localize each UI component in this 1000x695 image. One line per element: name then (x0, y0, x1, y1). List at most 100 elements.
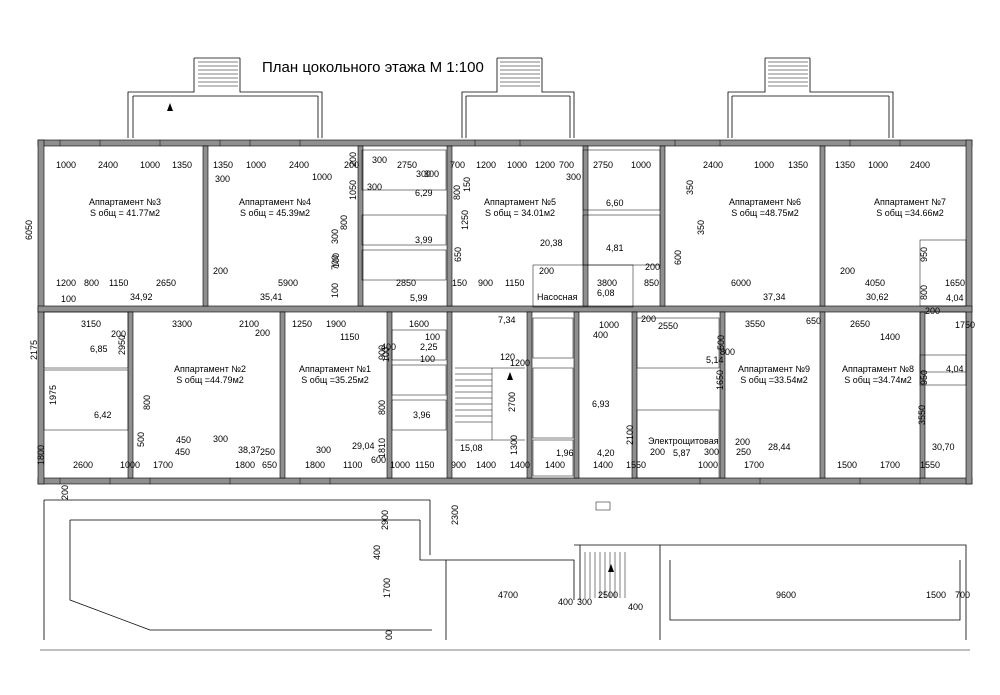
dimension-vertical: 1650 (715, 370, 725, 390)
dimension-top: 1000 (312, 172, 332, 182)
dimension-vertical: 300 (330, 229, 340, 244)
dimension-bottom: 1000 (120, 460, 140, 470)
apartment-6-name: Аппартамент №6 (729, 197, 801, 207)
dimension-bottom: 1550 (626, 460, 646, 470)
dimension-top: 1000 (754, 160, 774, 170)
room-area: 6,85 (90, 344, 108, 354)
dimension-bottom: 1400 (593, 460, 613, 470)
dimension-top: 1000 (631, 160, 651, 170)
room-area: 3,96 (413, 410, 431, 420)
room-area: 15,08 (460, 443, 483, 453)
dimension-row2: 650 (806, 316, 821, 326)
dimension-vertical: 1800 (36, 445, 46, 465)
dimension-top: 2400 (703, 160, 723, 170)
dimension-bottom: 1700 (153, 460, 173, 470)
dimension-vertical: 1300 (509, 435, 519, 455)
apartment-8-name: Аппартамент №8 (842, 364, 914, 374)
dimension-vertical: 1975 (48, 385, 58, 405)
dimension-vertical: 2175 (29, 340, 39, 360)
room-area: 5,87 (673, 448, 691, 458)
top-porches (127, 57, 894, 138)
dimension-site: 700 (955, 590, 970, 600)
dimension-row2: 1000 (599, 320, 619, 330)
dimension-site: 300 (577, 597, 592, 607)
dimension-site: 2300 (450, 505, 460, 525)
dimension-middle: 1150 (505, 278, 524, 288)
apartment-5-name: Аппартамент №5 (484, 197, 556, 207)
windows (59, 140, 921, 484)
dimension-vertical: 800 (452, 185, 462, 200)
room-area: 5,14 (706, 355, 724, 365)
dimension-top: 300 (367, 182, 382, 192)
dimension-vertical: 500 (136, 432, 146, 447)
dimension-middle: 100 (61, 294, 76, 304)
dimension-bottom: 1400 (476, 460, 496, 470)
dimension-vertical: 700 (330, 255, 340, 270)
dimension-site: 400 (372, 545, 382, 560)
dimension-middle: 6000 (731, 278, 751, 288)
room-area: 28,44 (768, 442, 791, 452)
room-area: 6,08 (597, 288, 615, 298)
dimension-bottom: 200 (735, 437, 750, 447)
room-area: 4,04 (946, 364, 964, 374)
dimension-vertical: 1810 (377, 438, 387, 458)
dimension-row2: 1150 (340, 332, 359, 342)
dimension-vertical: 350 (685, 180, 695, 195)
dimension-middle: 850 (644, 278, 659, 288)
apartment-9-name: Аппартамент №9 (738, 364, 810, 374)
dimension-top: 1350 (172, 160, 192, 170)
dimension-vertical: 1050 (348, 180, 358, 200)
dimension-vertical: 100 (330, 283, 340, 298)
dimension-row2: 200 (925, 306, 940, 316)
dimension-top: 1000 (56, 160, 76, 170)
apartment-2-name: Аппартамент №2 (174, 364, 246, 374)
apartment-9-area: S общ =33.54м2 (740, 375, 808, 385)
room-area: 34,92 (130, 292, 153, 302)
apartment-2-area: S общ =44.79м2 (176, 375, 244, 385)
dimension-row2: 120 (500, 352, 515, 362)
dimension-row2: 1900 (326, 319, 346, 329)
dimension-vertical: 650 (453, 247, 463, 262)
apartment-4-name: Аппартамент №4 (239, 197, 311, 207)
dimension-row2: 2550 (658, 321, 678, 331)
dimension-top: 1000 (507, 160, 527, 170)
dimension-top: 300 (215, 174, 230, 184)
dimension-middle: 150 (452, 278, 467, 288)
dimension-vertical: 2700 (507, 392, 517, 412)
dimension-vertical: 950 (919, 370, 929, 385)
dimension-bottom: 450 (175, 447, 190, 457)
dimension-bottom: 1800 (235, 460, 255, 470)
dimension-middle: 200 (539, 266, 554, 276)
dimension-middle: 1200 (56, 278, 76, 288)
dimension-bottom: 1100 (343, 460, 362, 470)
apartment-4-area: S общ = 45.39м2 (240, 208, 310, 218)
apartment-3-name: Аппартамент №3 (89, 197, 161, 207)
room-area: 5,99 (410, 293, 428, 303)
dimension-bottom: 1400 (510, 460, 530, 470)
dimension-vertical: 900 (377, 345, 387, 360)
dimension-row2: 3300 (172, 319, 192, 329)
dimension-row2: 3550 (745, 319, 765, 329)
dimension-top: 1000 (140, 160, 160, 170)
outer-walls (37, 139, 973, 485)
dimension-bottom: 1150 (415, 460, 434, 470)
dimension-bottom: 1700 (880, 460, 900, 470)
dimension-top: 300 (424, 169, 439, 179)
dimension-vertical: 600 (673, 250, 683, 265)
dimension-row2: 100 (425, 332, 440, 342)
dimension-row2: 800 (720, 347, 735, 357)
stair-top-left (198, 61, 238, 87)
dimension-vertical: 1250 (460, 210, 470, 230)
dimension-row2: 1250 (292, 319, 312, 329)
dimension-vertical: 800 (339, 215, 349, 230)
dimension-vertical: 100 (381, 347, 391, 362)
dimension-middle: 800 (84, 278, 99, 288)
dimension-bottom: 1550 (920, 460, 940, 470)
dimension-bottom: 450 (176, 435, 191, 445)
dimension-bottom: 250 (736, 447, 751, 457)
apartment-7-area: S общ =34.66м2 (876, 208, 944, 218)
dimension-bottom: 2600 (73, 460, 93, 470)
dimension-site: 1500 (926, 590, 946, 600)
